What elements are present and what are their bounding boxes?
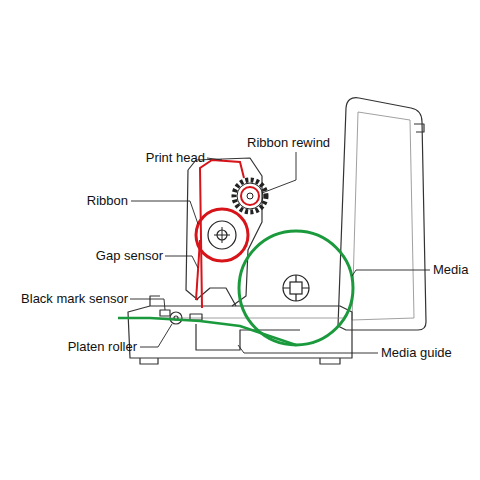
- leader-lines: [130, 152, 430, 353]
- leader-line: [165, 256, 198, 268]
- part-label: Ribbon rewind: [247, 135, 330, 151]
- platen-roller: [170, 312, 182, 324]
- part-label: Platen roller: [68, 339, 137, 355]
- part-label: Print head: [146, 150, 205, 166]
- ribbon-web: [200, 160, 244, 308]
- media-roll: [239, 231, 353, 345]
- ribbon-path: [196, 160, 259, 308]
- media-hub-spokes: [283, 275, 309, 301]
- media-core: [283, 275, 309, 301]
- part-label: Media guide: [381, 345, 452, 361]
- leader-line: [352, 270, 430, 276]
- media-hub: [283, 275, 309, 301]
- feet: [140, 358, 340, 364]
- mechanism-frame: [186, 158, 262, 306]
- part-label: Media: [433, 262, 468, 278]
- gap-sensor-part: [190, 314, 202, 320]
- part-label: Gap sensor: [96, 248, 163, 264]
- media-hub-square: [290, 282, 302, 294]
- leader-line: [207, 158, 222, 160]
- leader-line: [262, 152, 296, 193]
- roll-hubs: [208, 180, 266, 249]
- rewind-gear-teeth: [234, 180, 266, 212]
- supply-spokes: [214, 227, 230, 243]
- cover-latch: [414, 124, 424, 132]
- printer-body: [128, 98, 426, 364]
- rewind-gear-rim: [237, 183, 263, 209]
- leader-line: [130, 299, 165, 310]
- cover-inner: [352, 112, 414, 320]
- supply-core: [208, 221, 236, 249]
- leader-line: [140, 324, 172, 347]
- part-label: Black mark sensor: [21, 291, 128, 307]
- leader-line: [238, 345, 378, 353]
- media-entry: [150, 296, 160, 306]
- part-label: Ribbon: [87, 193, 128, 209]
- base: [128, 306, 352, 358]
- media-web: [118, 318, 296, 345]
- rewind-hub: [247, 193, 253, 199]
- ribbon-supply-roll: [196, 209, 248, 261]
- black-mark-sensor: [160, 310, 170, 316]
- rewind-core: [241, 187, 259, 205]
- leader-line: [131, 201, 198, 224]
